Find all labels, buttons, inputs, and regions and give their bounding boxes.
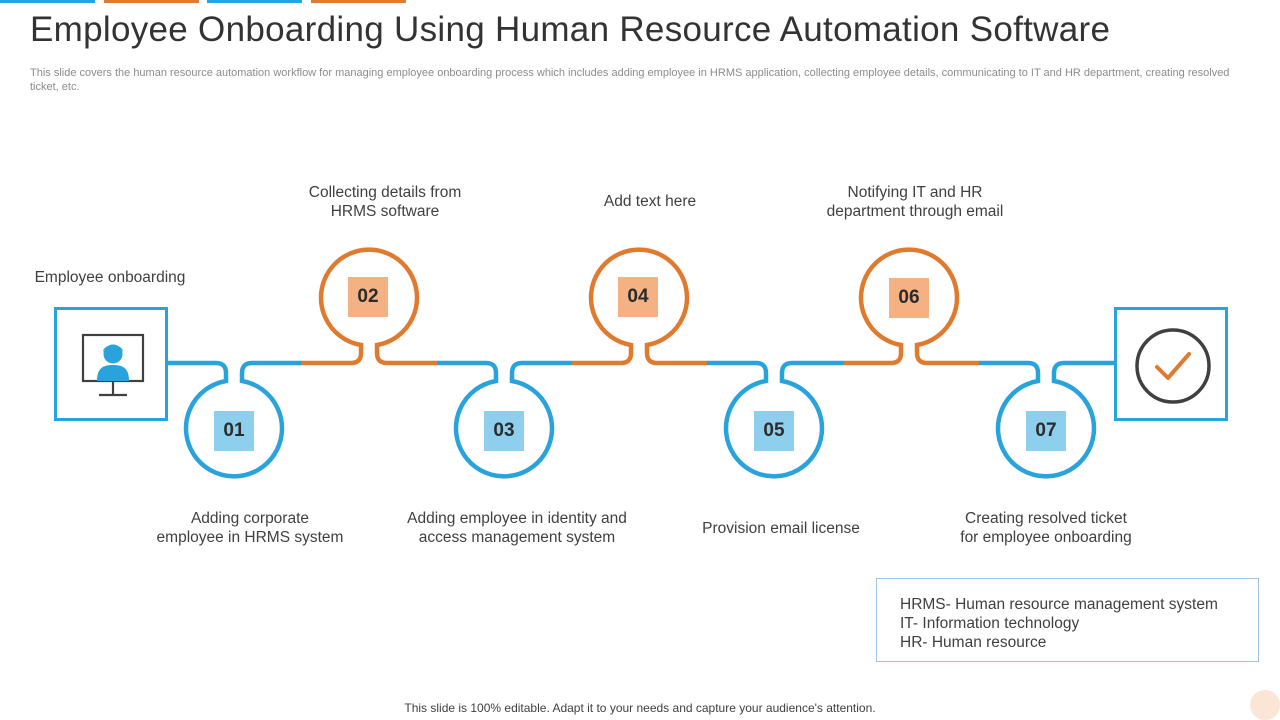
legend-item-hr: HR- Human resource xyxy=(900,634,1047,651)
step-label-04: Add text here xyxy=(603,193,697,210)
start-label: Employee onboarding xyxy=(34,269,186,286)
step-number-02: 02 xyxy=(348,277,388,317)
legend-item-hrms: HRMS- Human resource management system xyxy=(900,596,1218,613)
step-connector-05 xyxy=(707,360,844,479)
slide-subtitle: This slide covers the human resource aut… xyxy=(30,67,1230,93)
step-connector-07 xyxy=(979,360,1114,479)
step-label-02: Collecting details from HRMS software xyxy=(308,184,462,220)
step-connector-02 xyxy=(301,247,437,366)
step-connector-04 xyxy=(572,247,707,366)
step-label-05: Provision email license xyxy=(702,520,860,537)
top-accent-bar-3 xyxy=(207,0,302,3)
corner-decoration xyxy=(1250,690,1280,720)
step-number-03: 03 xyxy=(484,411,524,451)
slide-title: Employee Onboarding Using Human Resource… xyxy=(30,10,1111,49)
step-number-06: 06 xyxy=(889,278,929,318)
step-label-01: Adding corporate employee in HRMS system xyxy=(156,510,344,546)
start-node xyxy=(54,307,168,421)
top-accent-bar-1 xyxy=(0,0,95,3)
step-label-03: Adding employee in identity and access m… xyxy=(407,510,627,546)
top-accent-bar-4 xyxy=(311,0,406,3)
abbreviations-legend: HRMS- Human resource management system I… xyxy=(876,578,1259,662)
step-connector-03 xyxy=(437,360,572,479)
step-number-04: 04 xyxy=(618,277,658,317)
legend-item-it: IT- Information technology xyxy=(900,615,1080,632)
step-label-07: Creating resolved ticket for employee on… xyxy=(960,510,1132,546)
checkmark-circle-icon xyxy=(1135,328,1211,404)
step-connector-01 xyxy=(166,360,301,479)
step-connector-06 xyxy=(844,247,979,366)
top-accent-bar-2 xyxy=(104,0,199,3)
monitor-user-icon xyxy=(81,333,145,397)
step-number-05: 05 xyxy=(754,411,794,451)
end-node xyxy=(1114,307,1228,421)
slide-footer: This slide is 100% editable. Adapt it to… xyxy=(404,701,876,715)
step-label-06: Notifying IT and HR department through e… xyxy=(826,184,1004,220)
step-number-01: 01 xyxy=(214,411,254,451)
step-number-07: 07 xyxy=(1026,411,1066,451)
